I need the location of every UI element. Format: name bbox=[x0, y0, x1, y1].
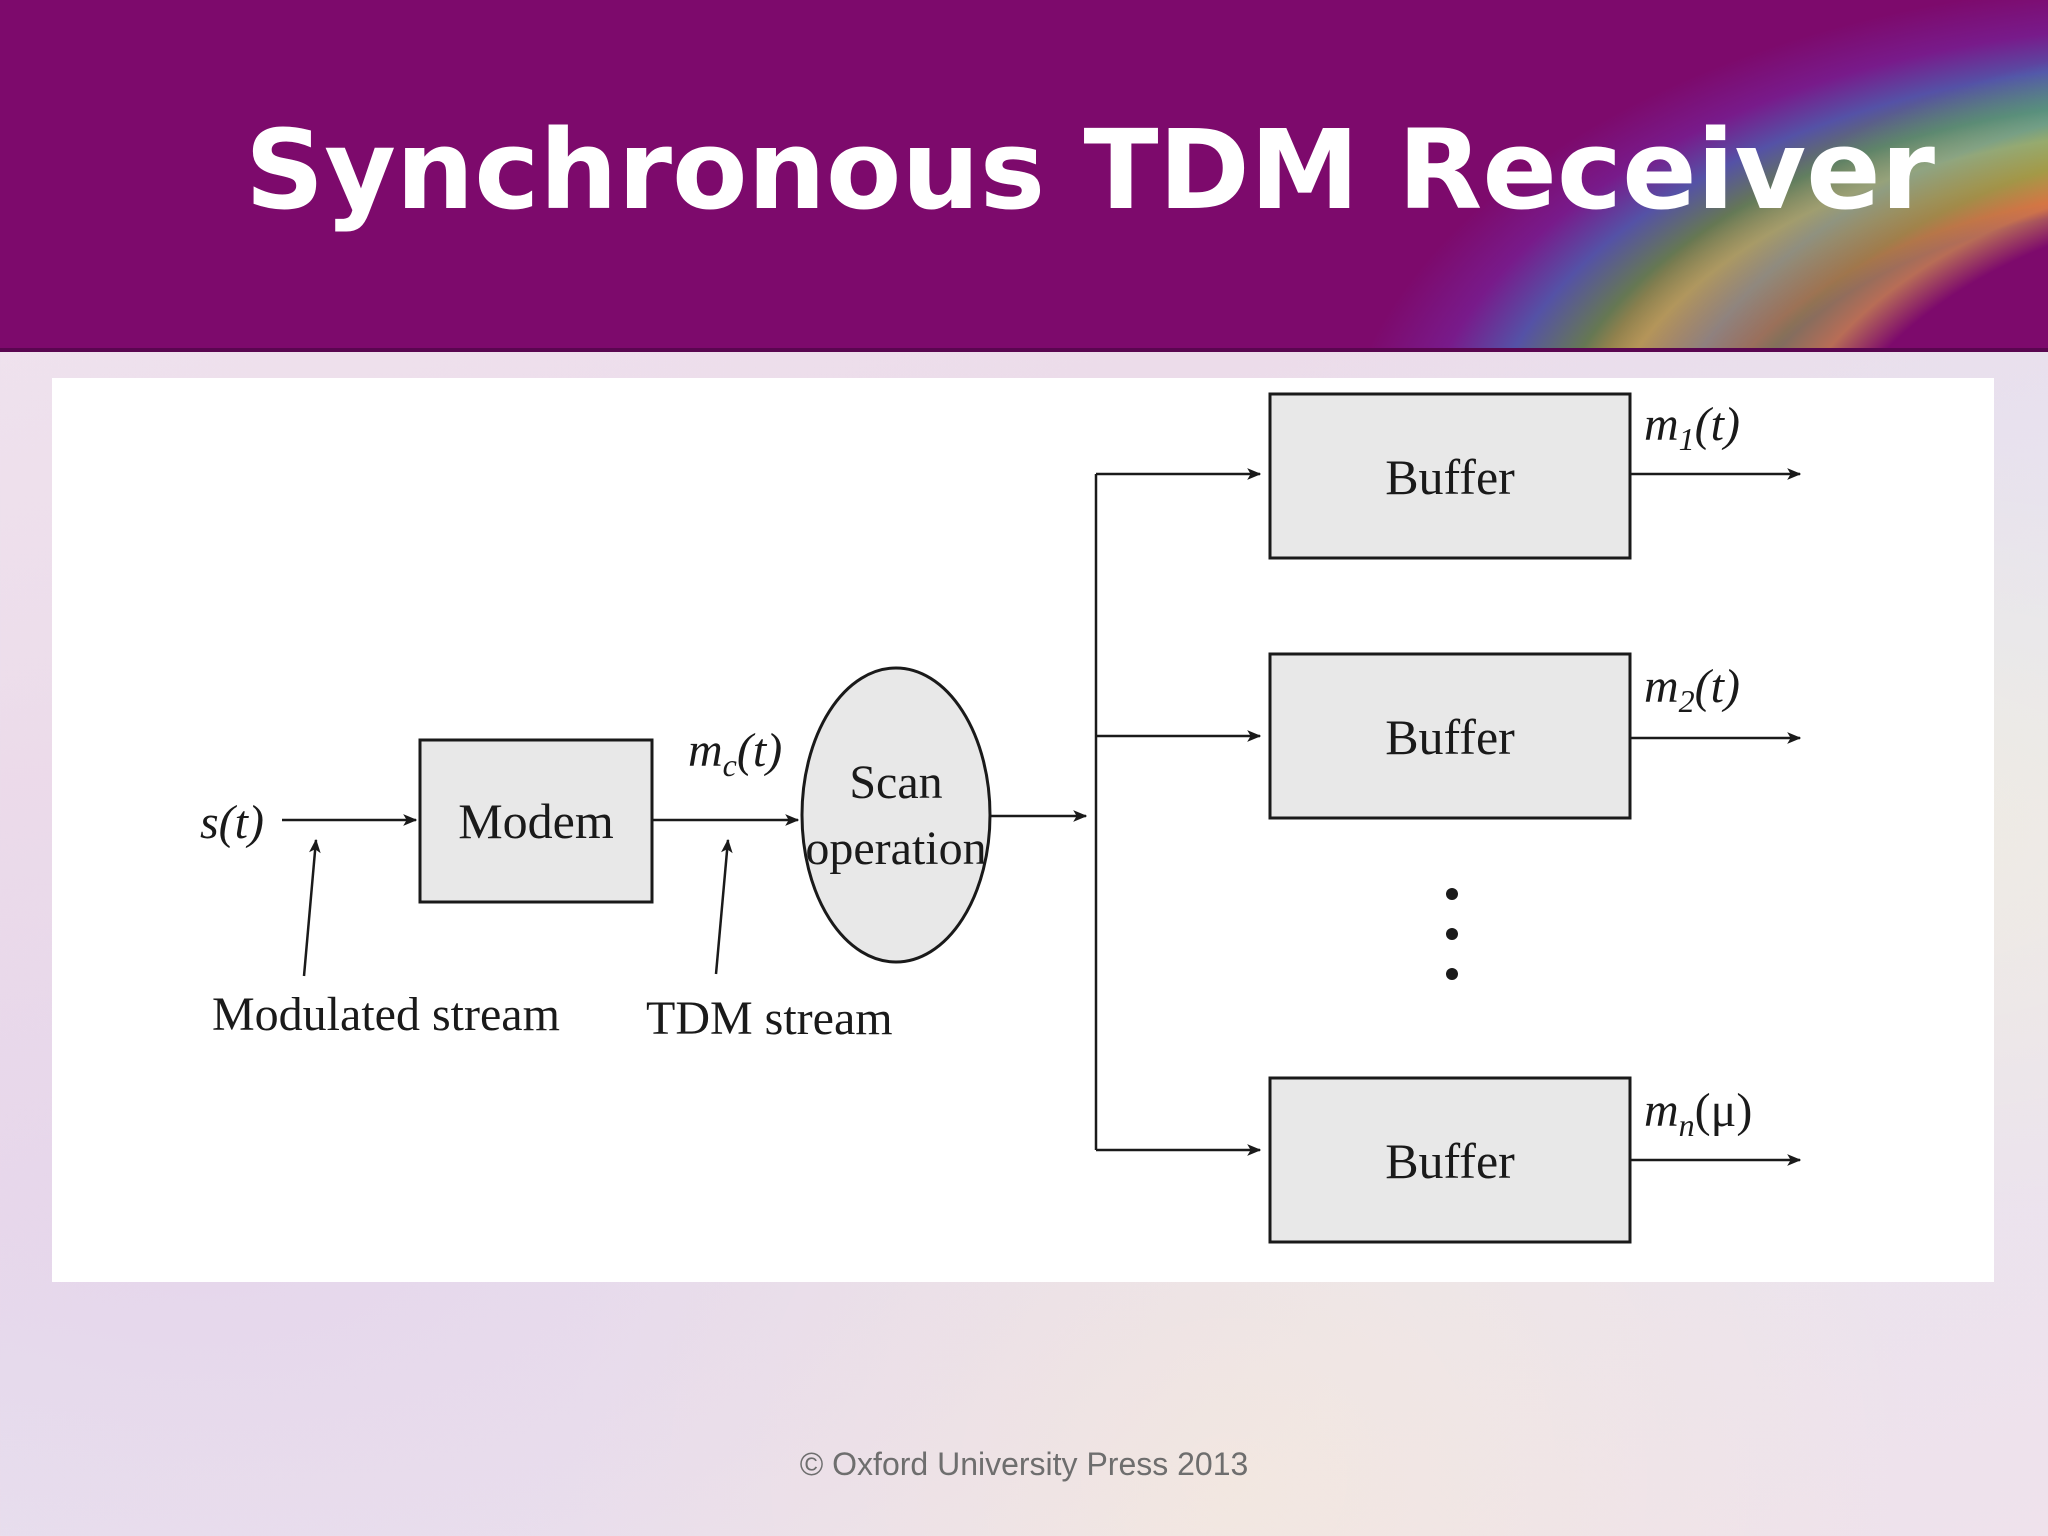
ellipsis-dot-1 bbox=[1446, 888, 1458, 900]
tdm-signal-label: mc(t) bbox=[688, 724, 782, 783]
ellipsis-dot-2 bbox=[1446, 928, 1458, 940]
buffer-box-2 bbox=[1268, 652, 1632, 820]
scan-operation-ellipse bbox=[800, 666, 992, 964]
tdm-stream-label: TDM stream bbox=[646, 992, 893, 1045]
ellipsis-dot-3 bbox=[1446, 968, 1458, 980]
rainbow-decoration bbox=[1300, 0, 2048, 352]
modulated-stream-label: Modulated stream bbox=[212, 988, 560, 1041]
modem-box bbox=[418, 738, 654, 904]
buffer-label-1: Buffer bbox=[1385, 449, 1515, 505]
diagram-panel: s(t) Modem mc(t) Scan operation Buffer m… bbox=[52, 378, 1994, 1282]
slide-header bbox=[0, 0, 2048, 352]
input-signal-label: s(t) bbox=[200, 796, 264, 849]
tdm-stream-pointer bbox=[714, 838, 733, 975]
scan-label-line2: operation bbox=[805, 822, 986, 875]
output-label-2: m2(t) bbox=[1644, 660, 1740, 719]
buffer-label-2: Buffer bbox=[1385, 709, 1515, 765]
buffer-box-1 bbox=[1268, 392, 1632, 560]
modulated-stream-pointer bbox=[302, 838, 321, 977]
scan-label-line1: Scan bbox=[849, 756, 942, 809]
slide-title: Synchronous TDM Receiver bbox=[244, 106, 1935, 234]
buffer-label-n: Buffer bbox=[1385, 1133, 1515, 1189]
modem-label: Modem bbox=[458, 793, 614, 849]
tdm-receiver-diagram: s(t) Modem mc(t) Scan operation Buffer m… bbox=[200, 392, 1802, 1244]
header-divider bbox=[0, 348, 2048, 352]
output-label-1: m1(t) bbox=[1644, 398, 1740, 457]
rainbow-decoration-secondary bbox=[1420, 0, 2048, 352]
copyright-footer: © Oxford University Press 2013 bbox=[799, 1446, 1249, 1482]
output-label-n: mn(μ) bbox=[1644, 1084, 1752, 1143]
